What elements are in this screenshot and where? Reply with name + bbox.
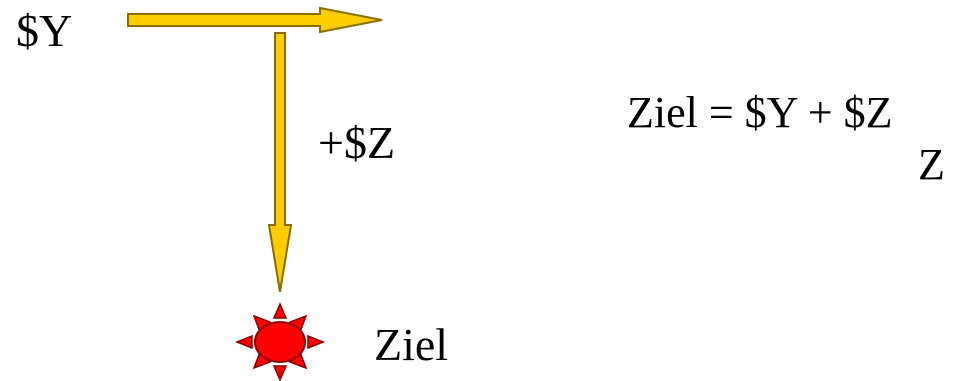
formula: Ziel = $Y + $Z [627,88,893,137]
horizontal-arrow [127,6,383,34]
vertical-arrow [267,32,293,293]
target-label: Ziel [374,319,449,370]
step-label: +$Z [318,117,396,168]
start-label: $Y [16,5,73,56]
sun-burst-icon [234,302,326,381]
formula-subscript: Z [918,140,945,189]
